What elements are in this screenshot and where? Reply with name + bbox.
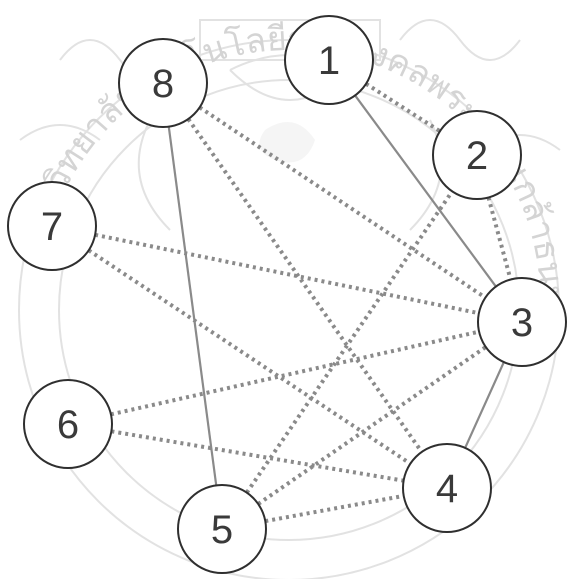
- edge-8-3: [198, 105, 487, 300]
- node-label: 5: [211, 508, 233, 552]
- edge-2-3: [486, 196, 513, 281]
- node-label: 1: [318, 39, 340, 83]
- edge-1-3: [354, 94, 497, 288]
- node-circle: [7, 181, 97, 271]
- node-4: 4: [402, 443, 492, 533]
- node-label: 2: [466, 134, 488, 178]
- edge-3-4: [464, 361, 505, 449]
- node-circle: [402, 443, 492, 533]
- node-1: 1: [284, 15, 374, 105]
- edge-5-2: [245, 190, 454, 494]
- node-circle: [23, 379, 113, 469]
- node-circle: [477, 277, 567, 367]
- node-3: 3: [477, 277, 567, 367]
- node-circle: [177, 484, 267, 574]
- node-7: 7: [7, 181, 97, 271]
- edge-5-4: [264, 493, 405, 524]
- node-label: 4: [436, 467, 458, 511]
- edges-layer: [87, 82, 513, 524]
- edge-7-3: [94, 232, 480, 316]
- node-5: 5: [177, 484, 267, 574]
- node-circle: [118, 38, 208, 128]
- node-circle: [432, 110, 522, 200]
- node-label: 8: [152, 62, 174, 106]
- edge-8-4: [186, 117, 424, 454]
- edge-6-4: [111, 429, 404, 483]
- node-2: 2: [432, 110, 522, 200]
- nodes-layer: 1 2 3 4 5 6 7 8: [7, 15, 567, 574]
- edge-8-5: [167, 126, 218, 486]
- node-label: 6: [57, 403, 79, 447]
- edge-1-2: [364, 82, 442, 133]
- node-6: 6: [23, 379, 113, 469]
- node-label: 3: [511, 301, 533, 345]
- edge-7-4: [87, 248, 412, 466]
- node-circle: [284, 15, 374, 105]
- node-8: 8: [118, 38, 208, 128]
- edge-6-3: [110, 329, 480, 417]
- node-label: 7: [41, 205, 63, 249]
